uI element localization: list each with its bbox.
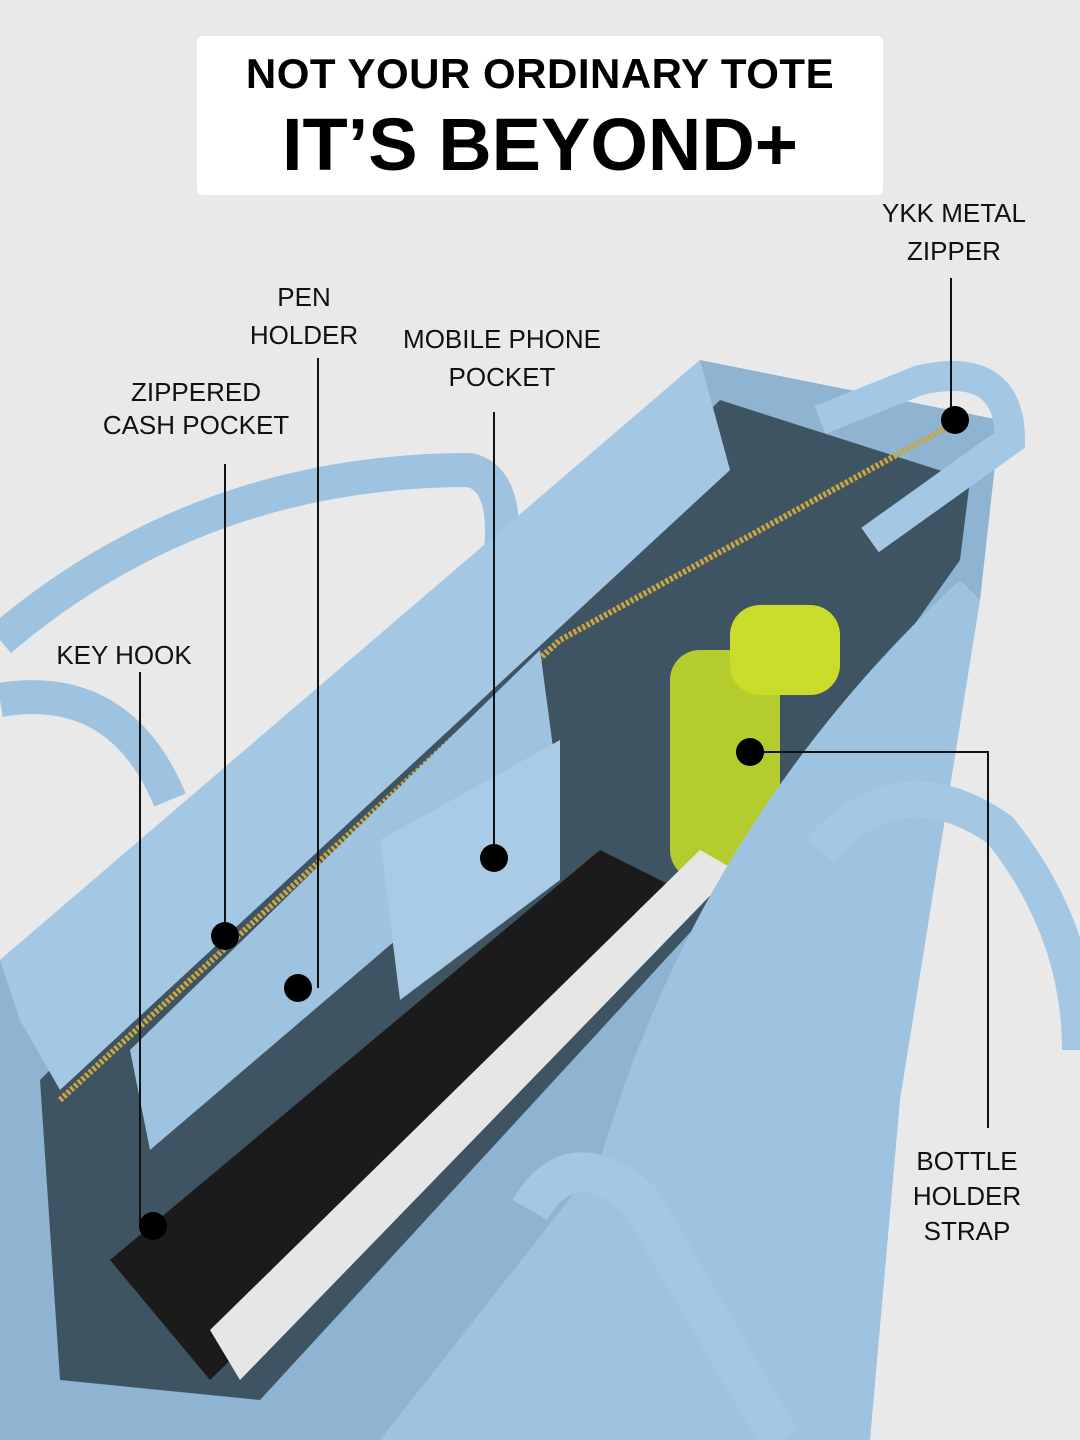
book-black bbox=[110, 850, 700, 1380]
label-phone-pocket: MOBILE PHONE POCKET bbox=[403, 324, 601, 392]
back-handle bbox=[0, 452, 519, 653]
label-bottle-strap: BOTTLE HOLDER STRAP bbox=[912, 1146, 1022, 1246]
front-panel bbox=[0, 360, 730, 1090]
marker-dot-pen bbox=[284, 974, 312, 1002]
book-white bbox=[210, 850, 735, 1380]
headline-subtitle: NOT YOUR ORDINARY TOTE bbox=[245, 50, 835, 97]
marker-dot-phone bbox=[480, 844, 508, 872]
marker-dot-cash bbox=[211, 922, 239, 950]
marker-dot-bottle bbox=[736, 738, 764, 766]
zipper-flap bbox=[814, 361, 1026, 553]
marker-dot-key bbox=[139, 1212, 167, 1240]
label-ykk-zipper: YKK METAL ZIPPER bbox=[881, 198, 1026, 266]
headline-box: NOT YOUR ORDINARY TOTE IT’S BEYOND+ bbox=[197, 36, 883, 195]
left-handle bbox=[0, 680, 186, 807]
right-handle-front bbox=[512, 1152, 798, 1440]
label-cash-pocket: ZIPPERED CASH POCKET bbox=[102, 377, 290, 440]
marker-dot-zipper bbox=[941, 406, 969, 434]
headline-title: IT’S BEYOND+ bbox=[281, 103, 799, 186]
label-key-hook: KEY HOOK bbox=[56, 640, 192, 670]
cash-pocket bbox=[130, 650, 560, 1150]
phone-pocket bbox=[380, 740, 560, 1000]
label-pen-holder: PEN HOLDER bbox=[249, 282, 359, 350]
bottle bbox=[670, 650, 780, 880]
front-right-panel bbox=[380, 580, 980, 1440]
right-handle-back bbox=[806, 781, 1080, 1051]
leader-line-bottle bbox=[750, 751, 989, 1128]
bottle-cap bbox=[730, 605, 840, 695]
